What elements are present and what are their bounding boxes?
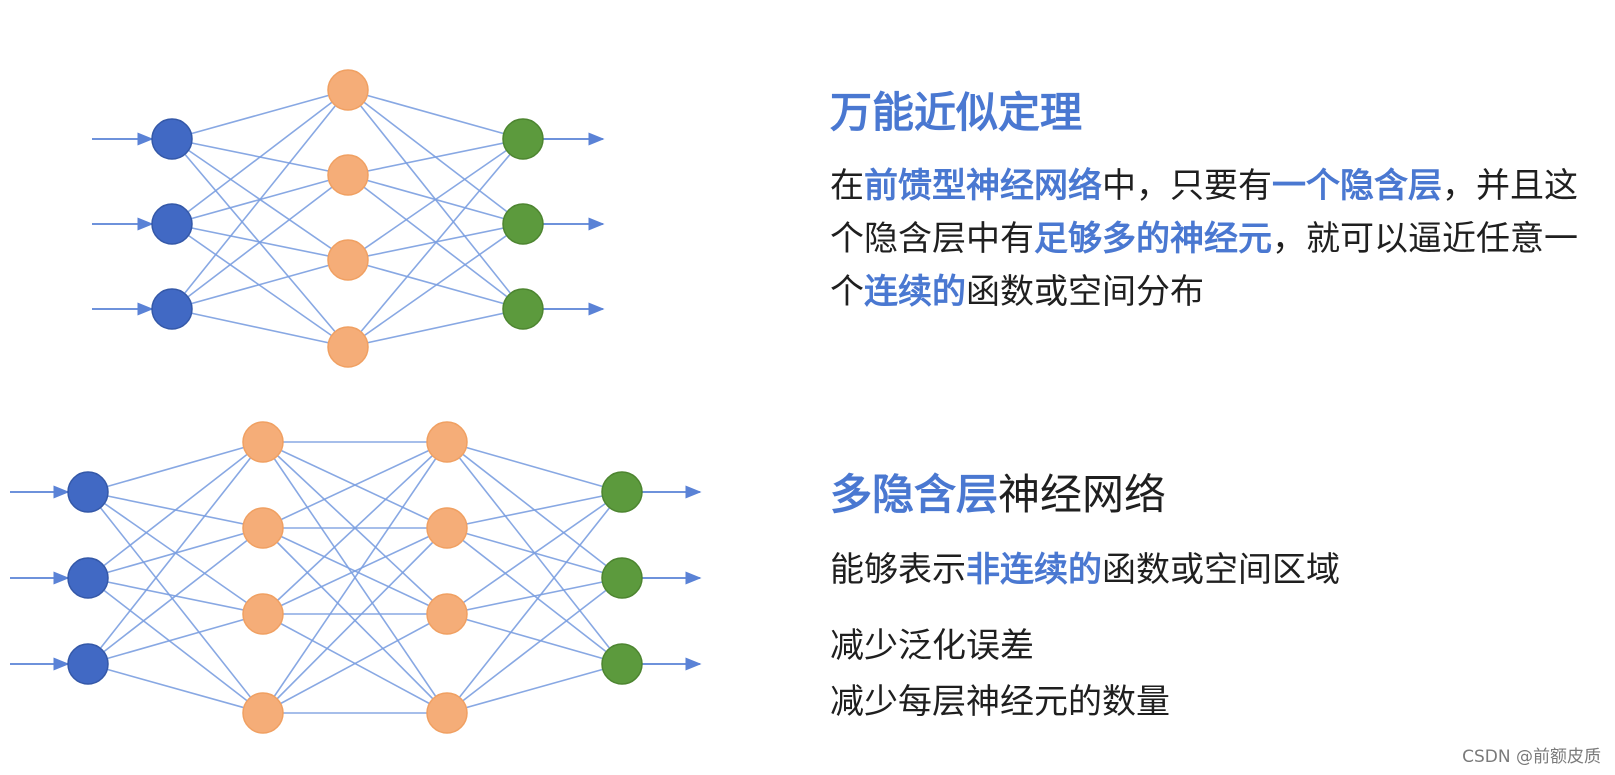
section2-line-1: 能够表示非连续的函数或空间区域 [830, 542, 1340, 598]
connection-edge [87, 441, 264, 579]
section1-segment: 在 [830, 166, 864, 207]
connection-edge [262, 441, 448, 529]
connection-edge [262, 441, 448, 714]
input-node [151, 288, 193, 330]
connection-edge [262, 613, 448, 714]
section1-segment: 足够多的神经元 [1034, 219, 1272, 260]
input-node [67, 557, 109, 599]
hidden-node [327, 154, 369, 196]
section2-title-highlight: 多隐含层 [830, 470, 999, 519]
output-node [502, 203, 544, 245]
output-node [601, 643, 643, 685]
section2-line1-segment: 函数或空间区域 [1102, 550, 1340, 591]
section1-segment: 前馈型神经网络 [864, 166, 1102, 207]
csdn-watermark: CSDN @前额皮质 [1462, 747, 1601, 767]
section2-line1-segment: 非连续的 [966, 550, 1102, 591]
connection-edge [446, 491, 623, 529]
hidden-node [242, 692, 284, 734]
connection-edge [87, 491, 264, 714]
section1-paragraph: 在前馈型神经网络中，只要有一个隐含层，并且这个隐含层中有足够多的神经元，就可以逼… [830, 160, 1610, 319]
output-node [502, 288, 544, 330]
input-node [67, 643, 109, 685]
connection-edge [347, 138, 524, 176]
connection-edge [87, 663, 264, 714]
section1-segment: 中，只要有 [1102, 166, 1272, 207]
hidden-node [327, 326, 369, 368]
hidden-node [426, 421, 468, 463]
hidden-node [426, 593, 468, 635]
connection-edge [87, 441, 264, 493]
section2-title: 多隐含层神经网络 [830, 470, 1340, 520]
connection-edge [171, 308, 349, 348]
connection-edge [446, 663, 623, 714]
connection-edge [87, 441, 264, 665]
section1-segment: 一个隐含层 [1272, 166, 1442, 207]
connection-edge [171, 89, 349, 140]
section1-segment: ，就可以逼近任意一个 [830, 219, 1578, 313]
connection-edge [171, 89, 349, 225]
output-node [601, 471, 643, 513]
connection-edge [347, 138, 524, 348]
connection-edge [262, 441, 448, 615]
section1-segment: ，并且这个隐含层中有 [830, 166, 1578, 260]
connection-edge [171, 259, 349, 310]
hidden-node [327, 239, 369, 281]
section1-title: 万能近似定理 [830, 88, 1083, 137]
output-node [601, 557, 643, 599]
multi-hidden-layer-network [10, 421, 702, 734]
connection-edge [347, 259, 524, 310]
hidden-node [242, 507, 284, 549]
hidden-node [426, 692, 468, 734]
connection-edge [446, 577, 623, 714]
multi-hidden-layer-section: 多隐含层神经网络 能够表示非连续的函数或空间区域 减少泛化误差 减少每层神经元的… [830, 470, 1340, 730]
section1-segment: 函数或空间分布 [966, 272, 1204, 313]
connection-edge [446, 577, 623, 615]
section2-line-3: 减少每层神经元的数量 [830, 682, 1170, 723]
connection-edge [446, 441, 623, 493]
connection-edge [171, 89, 349, 310]
connection-edge [87, 527, 264, 665]
connection-edge [347, 308, 524, 348]
output-node [502, 118, 544, 160]
section2-title-rest: 神经网络 [998, 470, 1167, 519]
hidden-node [327, 69, 369, 111]
connection-edge [446, 491, 623, 615]
connection-edge [446, 613, 623, 665]
section1-segment: 连续的 [864, 272, 966, 313]
connection-edge [347, 223, 524, 348]
input-node [67, 471, 109, 513]
hidden-node [242, 593, 284, 635]
connection-edge [262, 527, 448, 714]
hidden-node [426, 507, 468, 549]
section2-line1-segment: 能够表示 [830, 550, 966, 591]
connection-edge [446, 491, 623, 714]
connection-edge [262, 527, 448, 615]
universal-approximation-section: 万能近似定理 在前馈型神经网络中，只要有一个隐含层，并且这个隐含层中有足够多的神… [830, 88, 1610, 319]
input-node [151, 118, 193, 160]
connection-edge [87, 613, 264, 665]
connection-edge [87, 577, 264, 714]
section2-line-2: 减少泛化误差 [830, 626, 1034, 667]
input-node [151, 203, 193, 245]
connection-edge [347, 89, 524, 140]
connection-edge [171, 223, 349, 348]
hidden-node [242, 421, 284, 463]
connection-edge [347, 138, 524, 261]
single-hidden-layer-network [92, 69, 605, 368]
connection-edge [171, 174, 349, 310]
